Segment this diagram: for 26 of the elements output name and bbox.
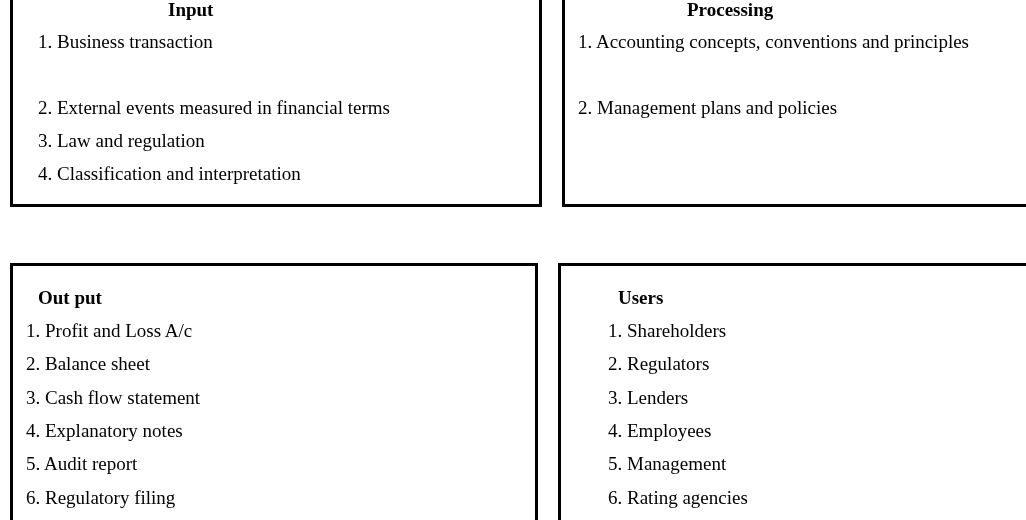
list-item: 1. Profit and Loss A/c [26,319,193,343]
list-item: 1. Business transaction [38,30,213,54]
list-item: 2. Regulators [608,352,710,376]
list-item: 2. External events measured in financial terms [38,96,390,120]
list-item: 2. Balance sheet [26,352,150,376]
list-item: 5. Audit report [26,452,138,476]
box-heading: Processing [687,0,774,22]
list-item: 3. Law and regulation [38,129,205,153]
list-item: 6. Rating agencies [608,486,748,510]
list-item: 1. Shareholders [608,319,727,343]
list-item: 2. Management plans and policies [578,96,838,120]
list-box [558,263,1026,520]
list-item: 3. Lenders [608,386,689,410]
list-item: 4. Classification and interpretation [38,162,301,186]
list-box [562,0,1026,207]
list-item: 6. Regulatory filing [26,486,176,510]
box-heading: Users [618,286,664,310]
list-item: 4. Explanatory notes [26,419,183,443]
box-heading: Input [168,0,214,22]
list-box [10,263,538,520]
list-item: 4. Employees [608,419,712,443]
box-heading: Out put [38,286,102,310]
list-item: 1. Accounting concepts, conventions and principles [578,30,970,54]
list-item: 3. Cash flow statement [26,386,201,410]
list-item: 5. Management [608,452,727,476]
list-box [10,0,542,207]
